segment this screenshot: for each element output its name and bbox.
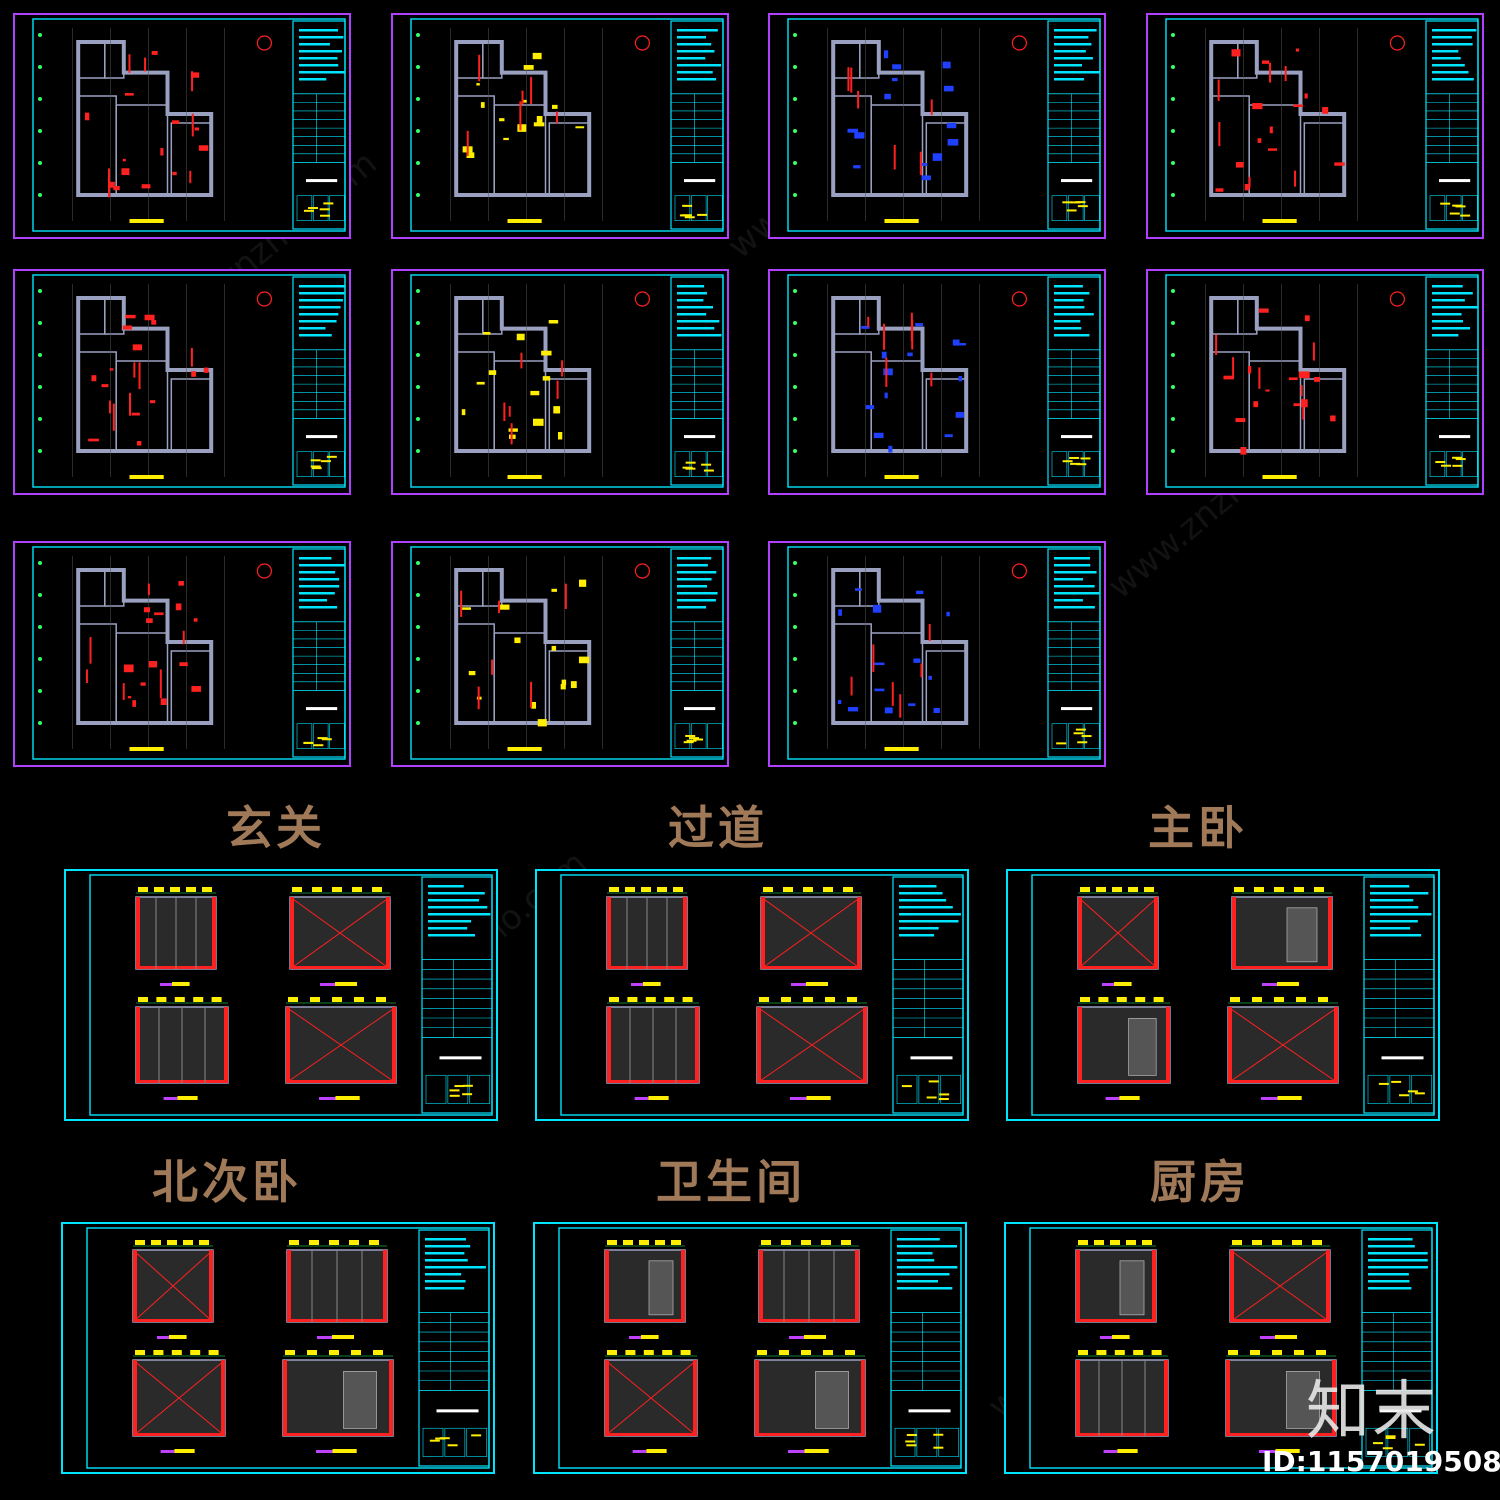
id-label: ID:1157019508 — [1262, 1445, 1500, 1478]
room-label-north-bedroom: 北次卧 — [152, 1155, 302, 1209]
elevation-sheet — [1004, 1222, 1438, 1474]
floor-plan-sheet — [391, 541, 729, 767]
floor-plan-sheet — [13, 269, 351, 495]
room-label-kitchen: 厨房 — [1150, 1155, 1250, 1209]
room-label-corridor: 过道 — [668, 801, 768, 855]
floor-plan-sheet — [768, 541, 1106, 767]
floor-plan-sheet — [768, 269, 1106, 495]
floor-plan-sheet — [391, 13, 729, 239]
floor-plan-sheet — [1146, 269, 1484, 495]
elevation-sheet — [61, 1222, 495, 1474]
floor-plan-sheet — [13, 541, 351, 767]
elevation-sheet — [64, 869, 498, 1121]
floor-plan-sheet — [13, 13, 351, 239]
room-label-bathroom: 卫生间 — [656, 1155, 806, 1209]
elevation-sheet — [535, 869, 969, 1121]
floor-plan-sheet — [768, 13, 1106, 239]
brand-logo: 知末 — [1306, 1375, 1438, 1449]
elevation-sheet — [533, 1222, 967, 1474]
floor-plan-sheet — [1146, 13, 1484, 239]
floor-plan-sheet — [391, 269, 729, 495]
elevation-sheet — [1006, 869, 1440, 1121]
room-label-entrance: 玄关 — [226, 801, 326, 855]
room-label-master-bedroom: 主卧 — [1148, 801, 1248, 855]
